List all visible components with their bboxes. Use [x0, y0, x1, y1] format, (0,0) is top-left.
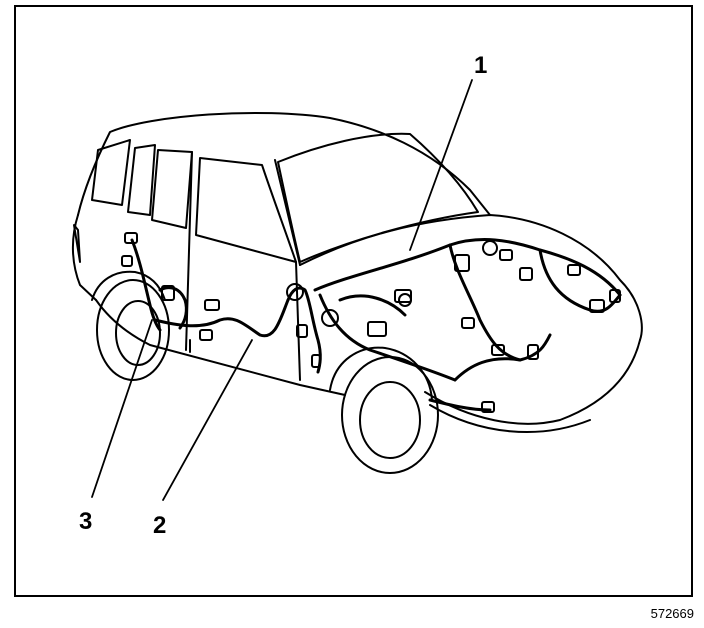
front-wheel [341, 356, 439, 474]
diagram-frame [14, 5, 693, 597]
leader-line-3 [91, 319, 153, 498]
vehicle-body [71, 111, 643, 433]
callout-1: 1 [474, 52, 488, 79]
rear-harness-connectors [121, 232, 175, 301]
engine-harness-connectors [321, 240, 621, 413]
rear-wheel [96, 279, 170, 381]
callout-2: 2 [153, 512, 167, 539]
callout-3: 3 [79, 508, 93, 535]
leader-lines [91, 79, 473, 501]
figure-id: 572669 [650, 606, 694, 621]
body-harness-connectors [189, 283, 321, 368]
leader-line-2 [162, 339, 253, 501]
rear-harness [130, 238, 188, 332]
leader-line-1 [409, 79, 473, 251]
